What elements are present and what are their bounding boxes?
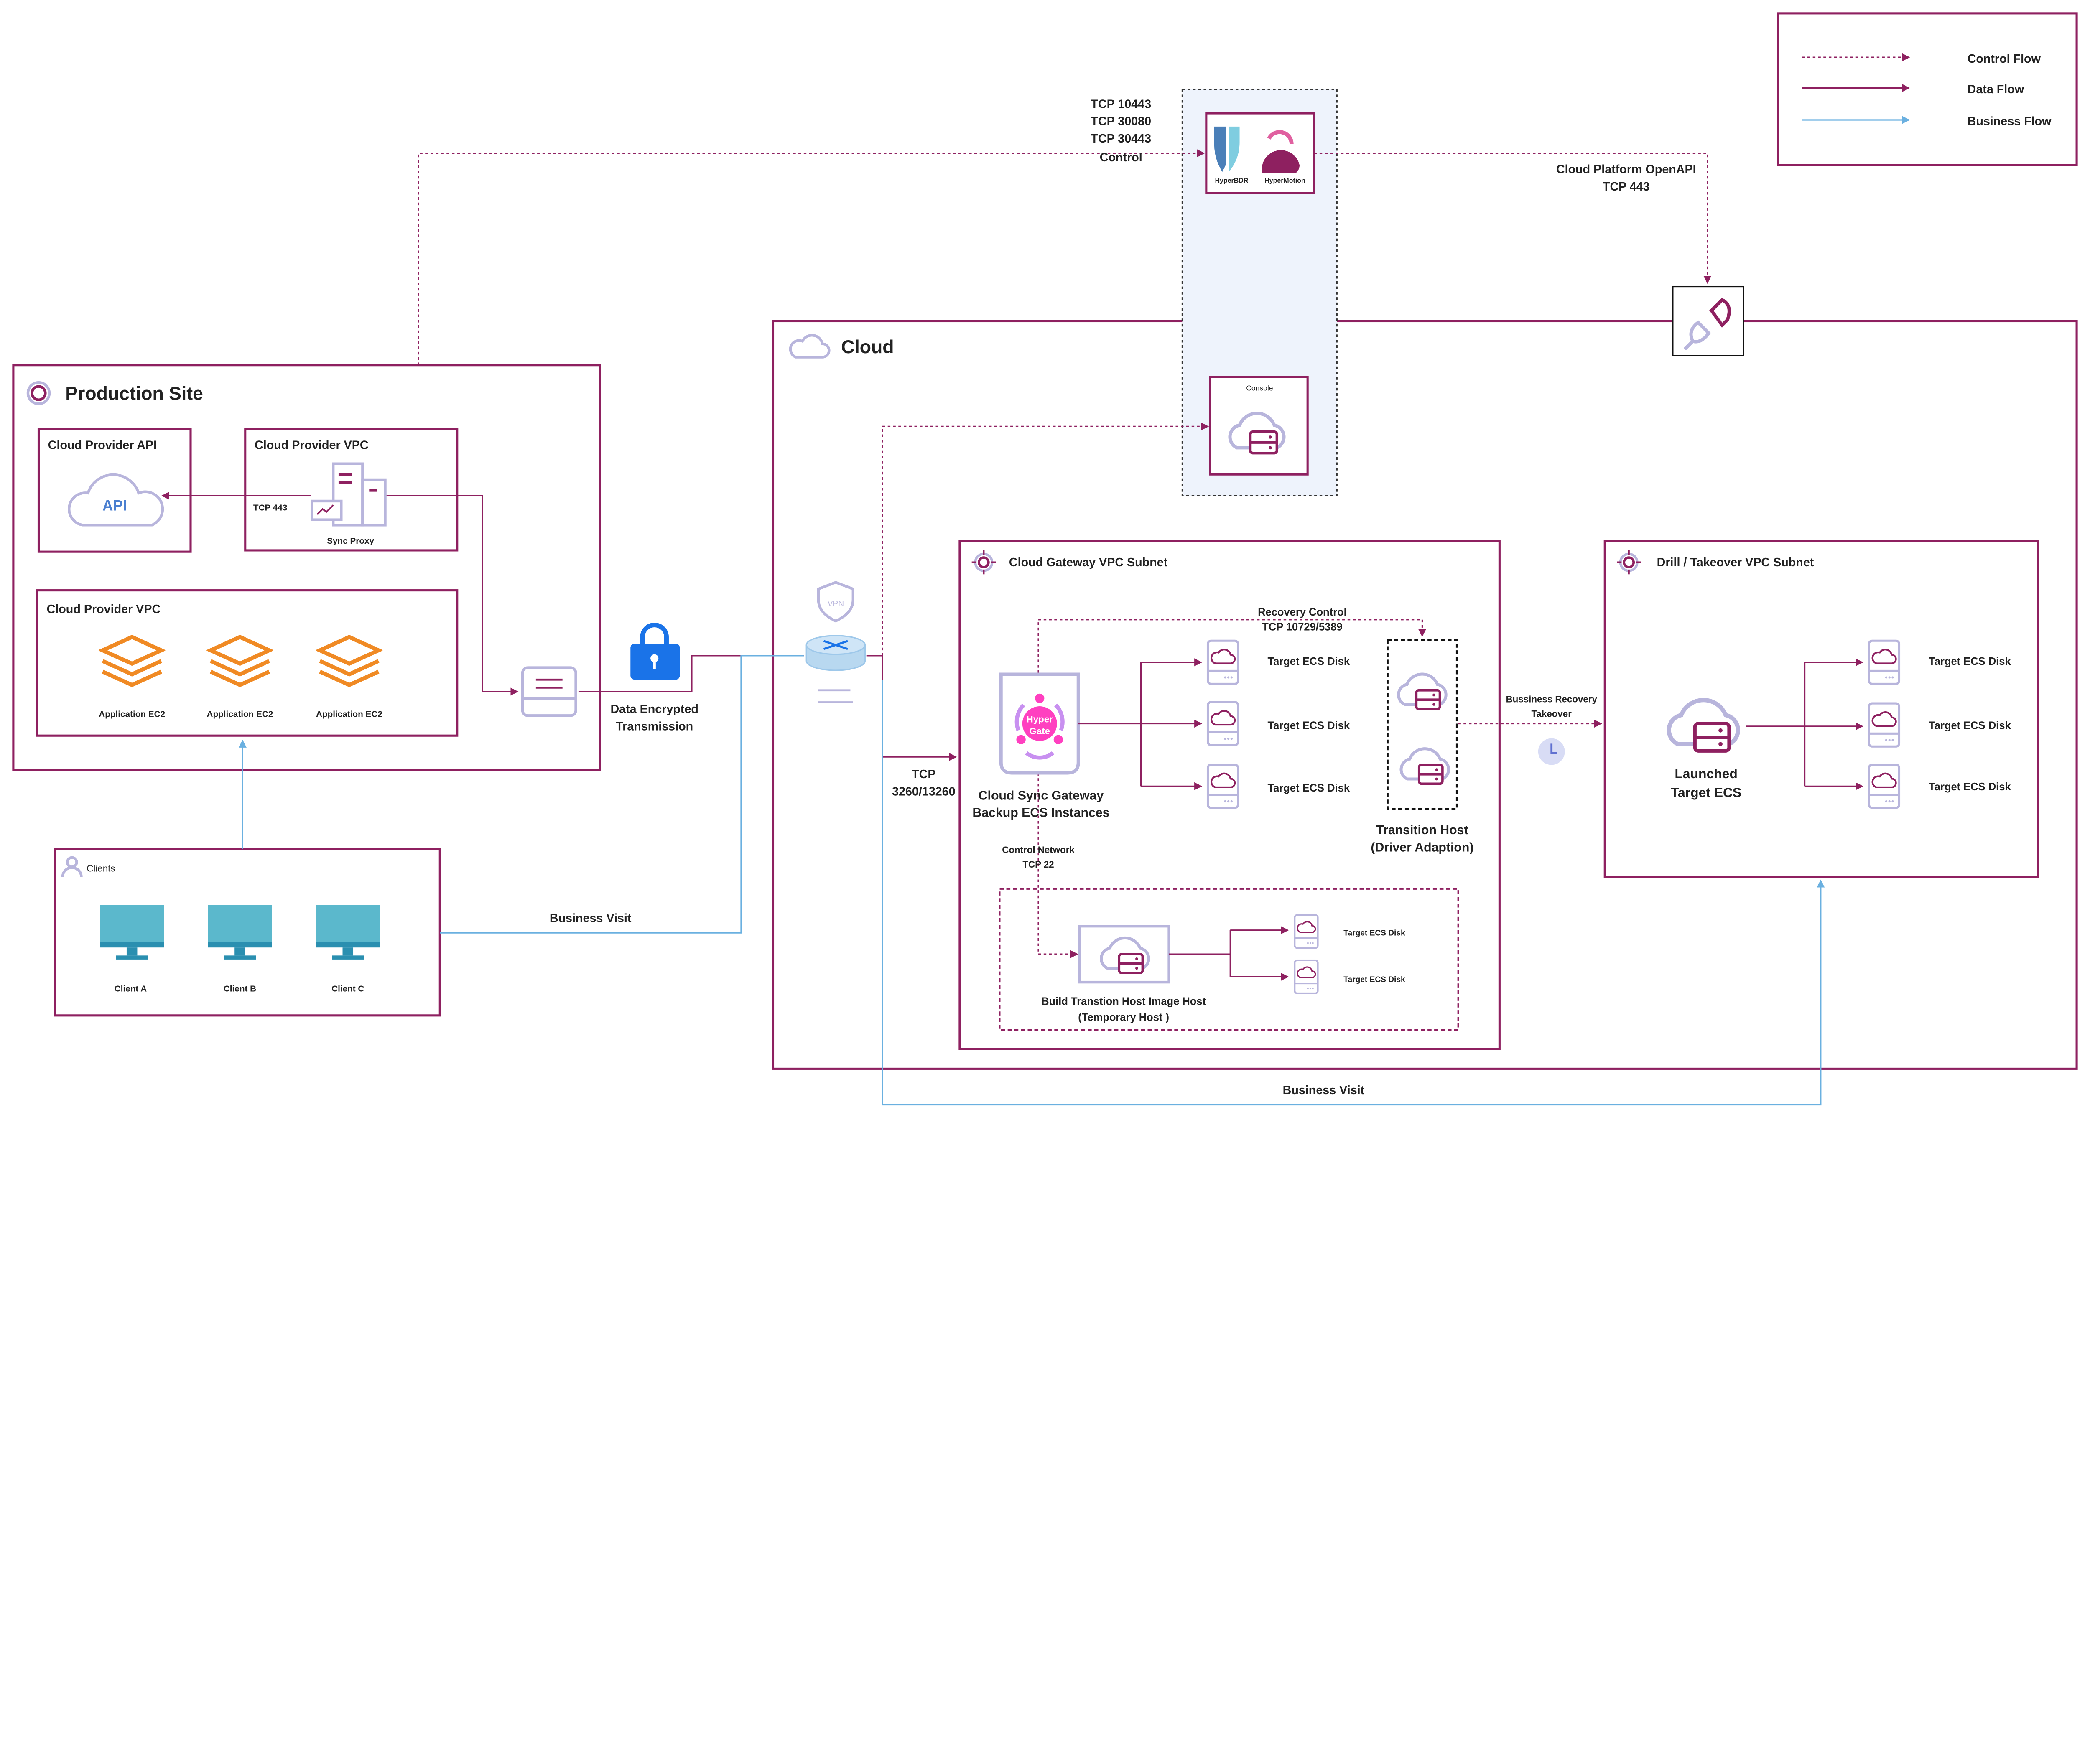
target-ecs-disk-icon <box>1869 641 1899 684</box>
vpc2-box-label: Cloud Provider VPC <box>47 603 161 616</box>
plug-icon <box>1672 285 1744 356</box>
target-ecs-disk-icon <box>1869 703 1899 746</box>
disk-label: Target ECS Disk <box>1268 782 1350 794</box>
target-ecs-disk-icon <box>1208 702 1238 745</box>
console-box[interactable]: Console <box>1209 376 1309 476</box>
hyperbdr-hypermotion-box[interactable]: HyperBDR HyperMotion <box>1205 112 1315 194</box>
encrypted-label: Transmission <box>616 720 693 733</box>
gateway-name: Backup ECS Instances <box>972 806 1109 820</box>
vpn-shield-icon: VPN <box>817 581 854 623</box>
vpn-label: VPN <box>828 600 844 608</box>
cloud-title: Cloud <box>841 337 894 357</box>
client-label: Client A <box>115 984 147 993</box>
hypergate-label: Gate <box>1029 726 1050 736</box>
client-label: Client B <box>224 984 256 993</box>
legend: Control Flow Data Flow Business Flow <box>1777 12 2078 166</box>
sync-proxy-icon[interactable] <box>310 462 387 527</box>
port-label: TCP 10443 <box>1091 97 1151 111</box>
target-ecs-disk-icon <box>1869 765 1899 808</box>
port-label: TCP 30080 <box>1091 115 1151 128</box>
business-visit-line <box>440 655 804 934</box>
disk-label: Target ECS Disk <box>1268 656 1350 667</box>
hyperbdr-label: HyperBDR <box>1215 177 1249 184</box>
sync-proxy-label: Sync Proxy <box>327 536 374 546</box>
tcp-443-label: TCP 443 <box>253 503 287 512</box>
tcp-iscsi-ports: 3260/13260 <box>892 785 956 799</box>
lock-icon <box>630 623 680 680</box>
target-ecs-disk-icon <box>1295 915 1318 948</box>
launched-ecs-label: Target ECS <box>1671 785 1741 800</box>
launched-ecs-label: Launched <box>1675 766 1738 781</box>
production-title: Production Site <box>65 384 203 404</box>
build-host-label: (Temporary Host ) <box>1078 1012 1169 1023</box>
console-label: Console <box>1246 384 1273 392</box>
control-label: Control <box>1100 151 1142 164</box>
client-label: Client C <box>331 984 364 993</box>
disk-label: Target ECS Disk <box>1929 720 2011 731</box>
console-control-line <box>882 422 1209 656</box>
control-network-line <box>1037 773 1078 958</box>
control-network-label: Control Network <box>1002 845 1075 855</box>
vpc-box-label: Cloud Provider VPC <box>255 439 369 452</box>
openapi-label: Cloud Platform OpenAPI <box>1556 163 1696 176</box>
disk-label: Target ECS Disk <box>1929 656 2011 667</box>
hyperbdr-logo-icon <box>1214 126 1226 172</box>
app-label: Application EC2 <box>316 710 382 719</box>
target-ecs-disk-icon <box>1295 960 1318 993</box>
legend-business-label: Business Flow <box>1968 115 2052 128</box>
switch-to-router-line <box>578 655 804 692</box>
clock-icon <box>1538 738 1565 765</box>
target-ecs-disk-icon <box>1208 641 1238 684</box>
gateway-subnet-title: Cloud Gateway VPC Subnet <box>1009 556 1168 569</box>
cloud-icon <box>789 334 831 359</box>
business-visit-cloud-line <box>882 680 1825 1106</box>
hypergate-instance[interactable]: Hyper Gate <box>999 672 1080 775</box>
api-box-label: Cloud Provider API <box>48 439 157 452</box>
disk-label: Target ECS Disk <box>1343 929 1405 938</box>
app-label: Application EC2 <box>99 710 165 719</box>
takeover-label: Takeover <box>1532 709 1572 719</box>
target-ecs-disk-icon <box>1208 765 1238 808</box>
hypergate-label: Hyper <box>1027 714 1053 724</box>
hypermotion-label: HyperMotion <box>1264 177 1305 184</box>
legend-data-label: Data Flow <box>1968 83 2024 96</box>
openapi-tcp-label: TCP 443 <box>1603 180 1650 193</box>
gateway-name: Cloud Sync Gateway <box>979 789 1104 802</box>
transition-host-label: (Driver Adaption) <box>1371 841 1473 855</box>
business-visit-label: Business Visit <box>1283 1084 1365 1097</box>
disk-label: Target ECS Disk <box>1343 975 1405 984</box>
port-label: TCP 30443 <box>1091 132 1151 145</box>
clients-label: Clients <box>87 863 115 873</box>
temporary-host-box <box>999 888 1459 1031</box>
encrypted-label: Data Encrypted <box>610 703 698 716</box>
drill-takeover-vpc-subnet <box>1603 540 2039 878</box>
recovery-control-ports: TCP 10729/5389 <box>1262 621 1342 633</box>
api-cloud-icon <box>68 473 164 527</box>
build-host-label: Build Transtion Host Image Host <box>1041 995 1206 1007</box>
control-network-port: TCP 22 <box>1022 859 1054 870</box>
switch-icon <box>521 666 577 717</box>
takeover-label: Bussiness Recovery <box>1506 694 1598 704</box>
disk-label: Target ECS Disk <box>1929 781 2011 793</box>
production-site-icon <box>26 381 51 405</box>
drill-subnet-title: Drill / Takeover VPC Subnet <box>1657 556 1814 569</box>
api-icon-label: API <box>102 497 127 514</box>
sync-to-switch-line <box>386 495 519 696</box>
router-icon <box>805 635 866 703</box>
tcp-iscsi-label: TCP <box>912 768 935 781</box>
architecture-diagram: Control Flow Data Flow Business Flow Clo… <box>12 12 2078 1106</box>
hypermotion-logo-icon <box>1262 150 1300 173</box>
app-label: Application EC2 <box>207 710 273 719</box>
legend-control-label: Control Flow <box>1968 52 2041 66</box>
cloud-provider-api-box <box>37 428 192 553</box>
disk-label: Target ECS Disk <box>1268 720 1350 731</box>
transition-host-label: Transition Host <box>1376 823 1468 837</box>
business-visit-label: Business Visit <box>550 912 632 925</box>
control-flow-line <box>418 149 1205 365</box>
recovery-control-label: Recovery Control <box>1258 606 1347 618</box>
